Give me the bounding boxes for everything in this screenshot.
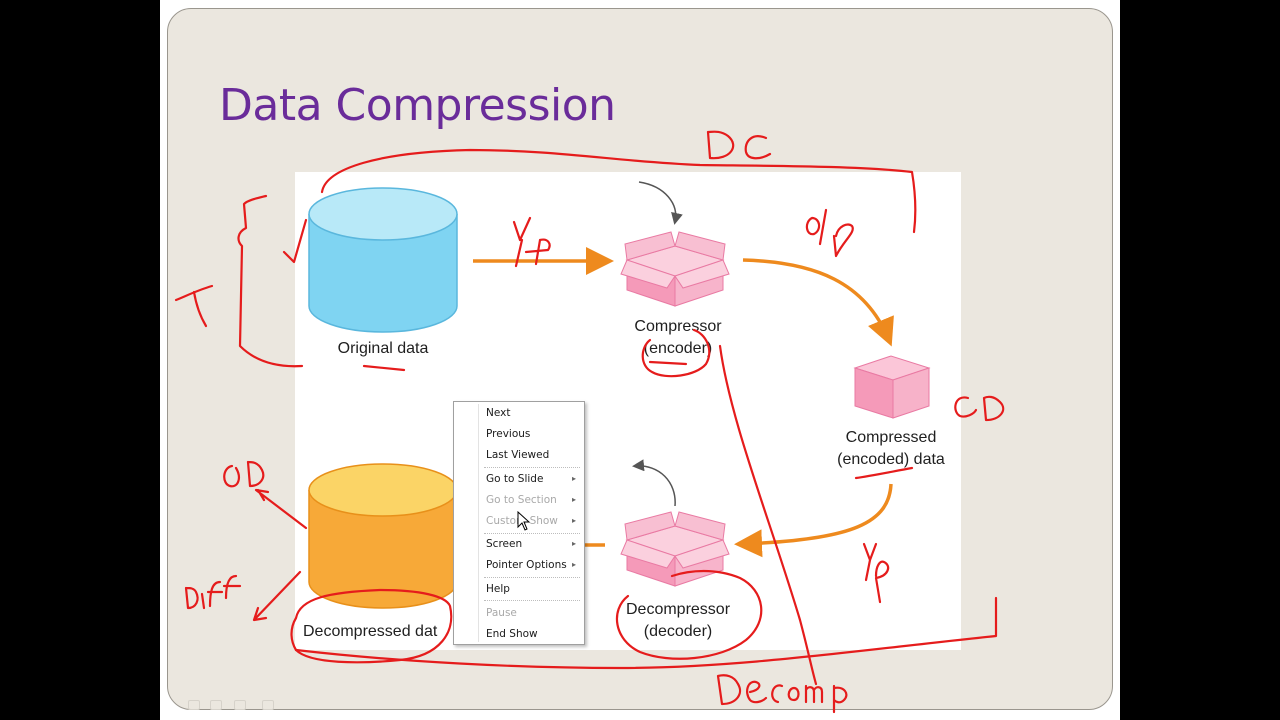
original-data-cylinder-icon — [308, 187, 458, 333]
menu-item-pointer-options[interactable]: Pointer Options ▸ — [486, 556, 578, 574]
menu-item-label: Last Viewed — [486, 449, 550, 461]
menu-separator — [484, 467, 580, 468]
slide-title: Data Compression — [219, 80, 616, 131]
menu-item-label: End Show — [486, 628, 538, 640]
menu-item-label: Next — [486, 407, 511, 419]
decompressor-label-line2: (decoder) — [643, 623, 713, 640]
output-arrow — [742, 258, 894, 347]
menu-item-label: Go to Section — [486, 494, 557, 506]
compressed-data-cube-icon — [853, 355, 931, 419]
menu-item-screen[interactable]: Screen ▸ — [486, 535, 578, 553]
decompressor-box-icon — [620, 511, 730, 587]
menu-icon-gutter — [478, 404, 479, 642]
menu-item-go-to-section: Go to Section ▸ — [486, 491, 578, 509]
decompressed-data-label: Decompressed dat — [303, 623, 438, 640]
menu-item-label: Pause — [486, 607, 517, 619]
submenu-arrow-icon: ▸ — [571, 495, 576, 504]
decompressor-label-line1: Decompressor — [625, 601, 731, 618]
mouse-pointer-icon — [517, 511, 531, 531]
previous-slide-icon[interactable] — [188, 700, 200, 710]
menu-item-end-show[interactable]: End Show — [486, 625, 578, 643]
compression-diagram: Original data Compressor (encoder) Compr… — [295, 172, 961, 650]
menu-item-label: Previous — [486, 428, 531, 440]
decompress-hint-arrow — [632, 459, 676, 507]
menu-item-label: Pointer Options — [486, 559, 567, 571]
submenu-arrow-icon: ▸ — [571, 516, 576, 525]
menu-item-next[interactable]: Next — [486, 404, 578, 422]
compressor-box-icon — [620, 231, 730, 307]
menu-separator — [484, 577, 580, 578]
next-slide-icon[interactable] — [262, 700, 274, 710]
compressed-data-label-line1: Compressed — [845, 429, 937, 446]
compress-hint-arrow — [638, 181, 683, 225]
menu-item-label: Help — [486, 583, 510, 595]
menu-item-go-to-slide[interactable]: Go to Slide ▸ — [486, 470, 578, 488]
menu-item-pause: Pause — [486, 604, 578, 622]
menu-item-custom-show: Custom Show▸ — [486, 512, 578, 530]
submenu-arrow-icon: ▸ — [571, 560, 576, 569]
menu-item-previous[interactable]: Previous — [486, 425, 578, 443]
menu-item-last-viewed[interactable]: Last Viewed — [486, 446, 578, 464]
decompress-input-arrow — [734, 483, 893, 558]
menu-item-label: Go to Slide — [486, 473, 544, 485]
compressor-label-line2: (encoder) — [643, 340, 713, 357]
compressed-data-label-line2: (encoded) data — [837, 451, 945, 468]
diagram-graphics — [308, 181, 931, 609]
slides-grid-icon[interactable] — [234, 700, 246, 710]
menu-item-help[interactable]: Help — [486, 580, 578, 598]
decompressed-data-cylinder-icon — [308, 463, 458, 609]
submenu-arrow-icon: ▸ — [571, 474, 576, 483]
original-data-label: Original data — [337, 340, 429, 357]
submenu-arrow-icon: ▸ — [571, 539, 576, 548]
pen-tool-icon[interactable] — [210, 700, 222, 710]
menu-item-label: Screen — [486, 538, 523, 550]
menu-separator — [484, 533, 580, 534]
menu-separator — [484, 600, 580, 601]
compressor-label-line1: Compressor — [634, 318, 722, 335]
